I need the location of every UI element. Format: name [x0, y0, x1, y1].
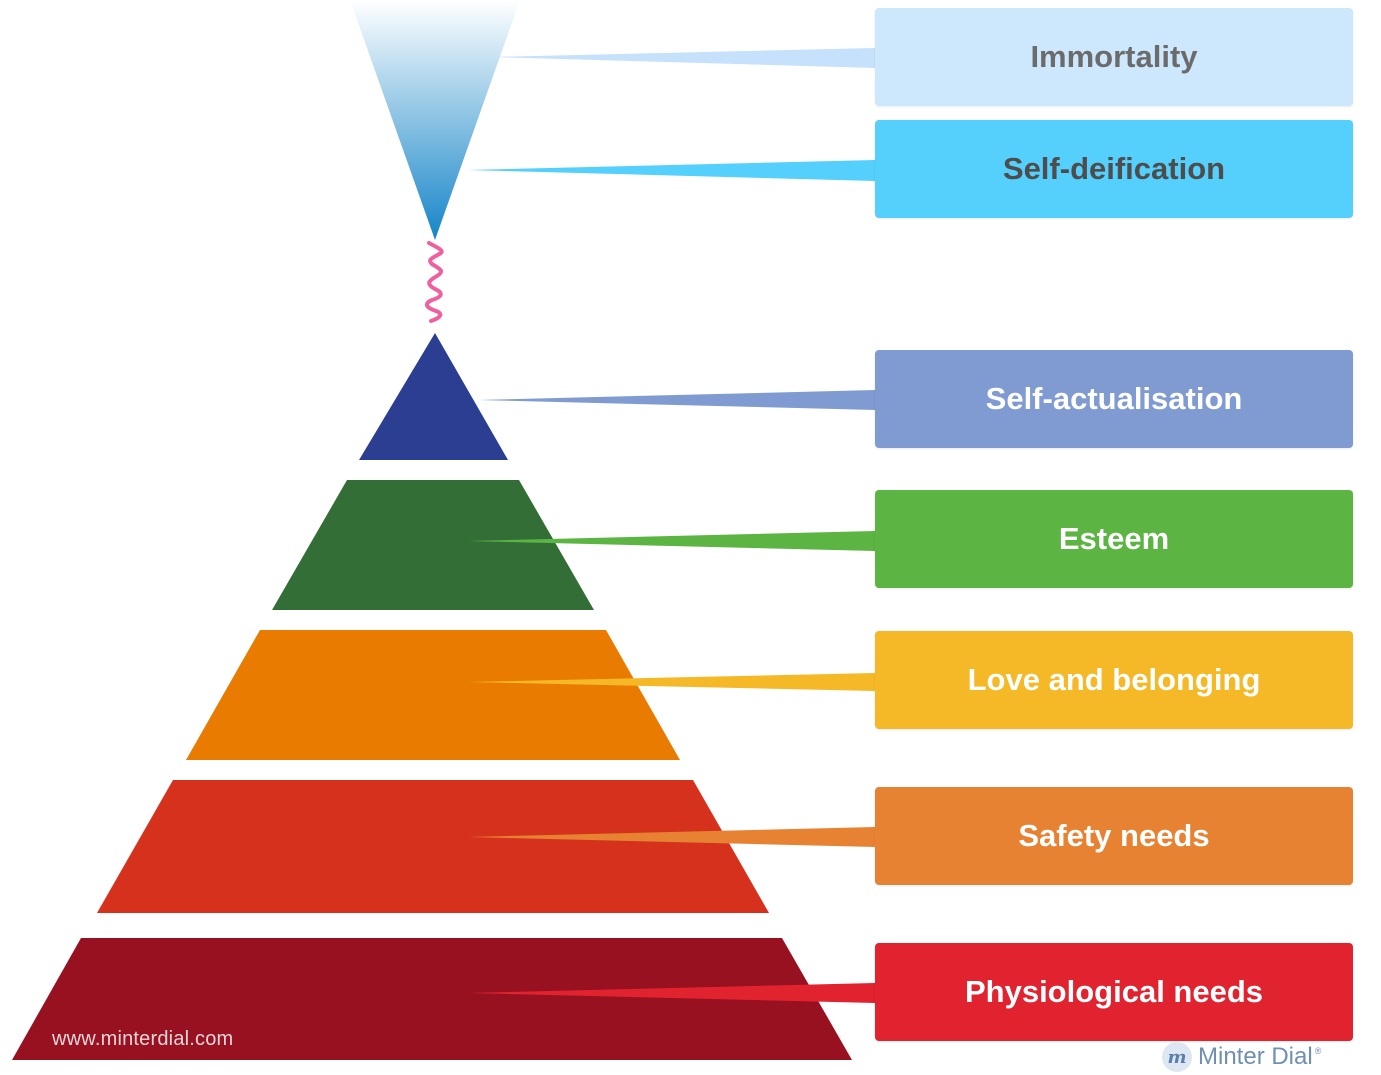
label-box-esteem: Esteem: [875, 490, 1353, 588]
label-text-self-actualisation: Self-actualisation: [985, 381, 1243, 416]
pyramid-tier-self-actualisation: [359, 333, 508, 460]
inverted-cone-top: [350, 0, 520, 240]
pyramid-tier-safety-needs: [97, 780, 769, 913]
label-box-self-deification: Self-deification: [875, 120, 1353, 218]
label-text-esteem: Esteem: [1058, 521, 1170, 556]
label-text-self-deification: Self-deification: [1002, 151, 1226, 186]
label-box-physiological-needs: Physiological needs: [875, 943, 1353, 1041]
pyramid-tier-physiological-needs: [12, 938, 852, 1060]
squiggle-connector: [424, 241, 444, 323]
label-text-safety-needs: Safety needs: [1018, 818, 1210, 853]
pyramid-tier-esteem: [272, 480, 594, 610]
label-box-self-actualisation: Self-actualisation: [875, 350, 1353, 448]
connector-safety-needs: [468, 827, 875, 847]
connector-love-and-belonging: [468, 673, 875, 691]
minter-dial-logo-icon: m: [1162, 1042, 1192, 1072]
label-text-physiological-needs: Physiological needs: [964, 974, 1264, 1009]
brand-name: Minter Dial: [1198, 1043, 1313, 1070]
label-text-love-and-belonging: Love and belonging: [967, 662, 1261, 697]
connector-immortality: [490, 48, 875, 68]
connector-self-actualisation: [478, 390, 875, 410]
connector-esteem: [468, 531, 875, 551]
label-text-immortality: Immortality: [1030, 39, 1198, 74]
brand-logo-group: m Minter Dial ®: [1162, 1040, 1321, 1074]
connector-self-deification: [468, 160, 875, 181]
registered-mark: ®: [1314, 1046, 1322, 1056]
website-watermark: www.minterdial.com: [52, 1028, 234, 1050]
label-box-love-and-belonging: Love and belonging: [875, 631, 1353, 729]
label-box-safety-needs: Safety needs: [875, 787, 1353, 885]
label-box-immortality: Immortality: [875, 8, 1353, 106]
pyramid-tier-love-and-belonging: [186, 630, 680, 760]
connector-physiological-needs: [468, 983, 875, 1003]
